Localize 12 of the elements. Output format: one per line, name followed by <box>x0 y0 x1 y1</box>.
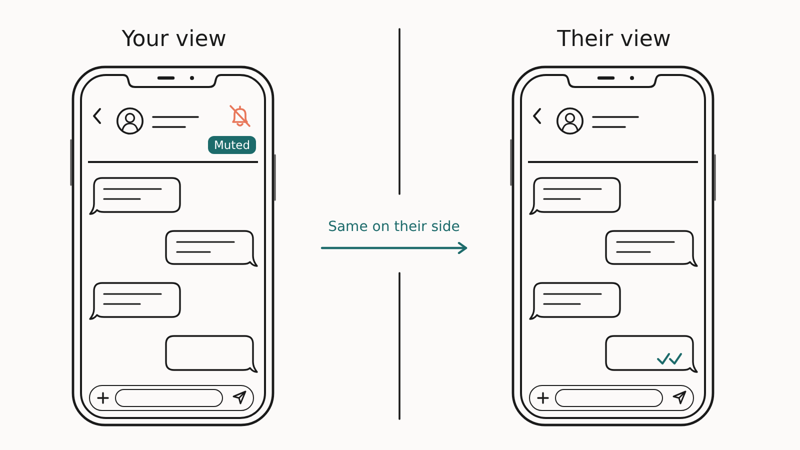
message-bubble <box>165 335 257 373</box>
message-bubble <box>530 282 621 320</box>
message-bubble <box>605 335 697 373</box>
view-heading: Your view <box>122 26 226 54</box>
message-bubble <box>90 177 181 215</box>
message-bubble <box>165 230 257 267</box>
status-badge: Muted <box>208 136 256 154</box>
message-bubble <box>90 282 181 320</box>
arrow <box>320 242 468 254</box>
message-bubble <box>530 177 621 215</box>
view-heading: Their view <box>557 26 671 54</box>
message-bubble <box>605 230 697 267</box>
